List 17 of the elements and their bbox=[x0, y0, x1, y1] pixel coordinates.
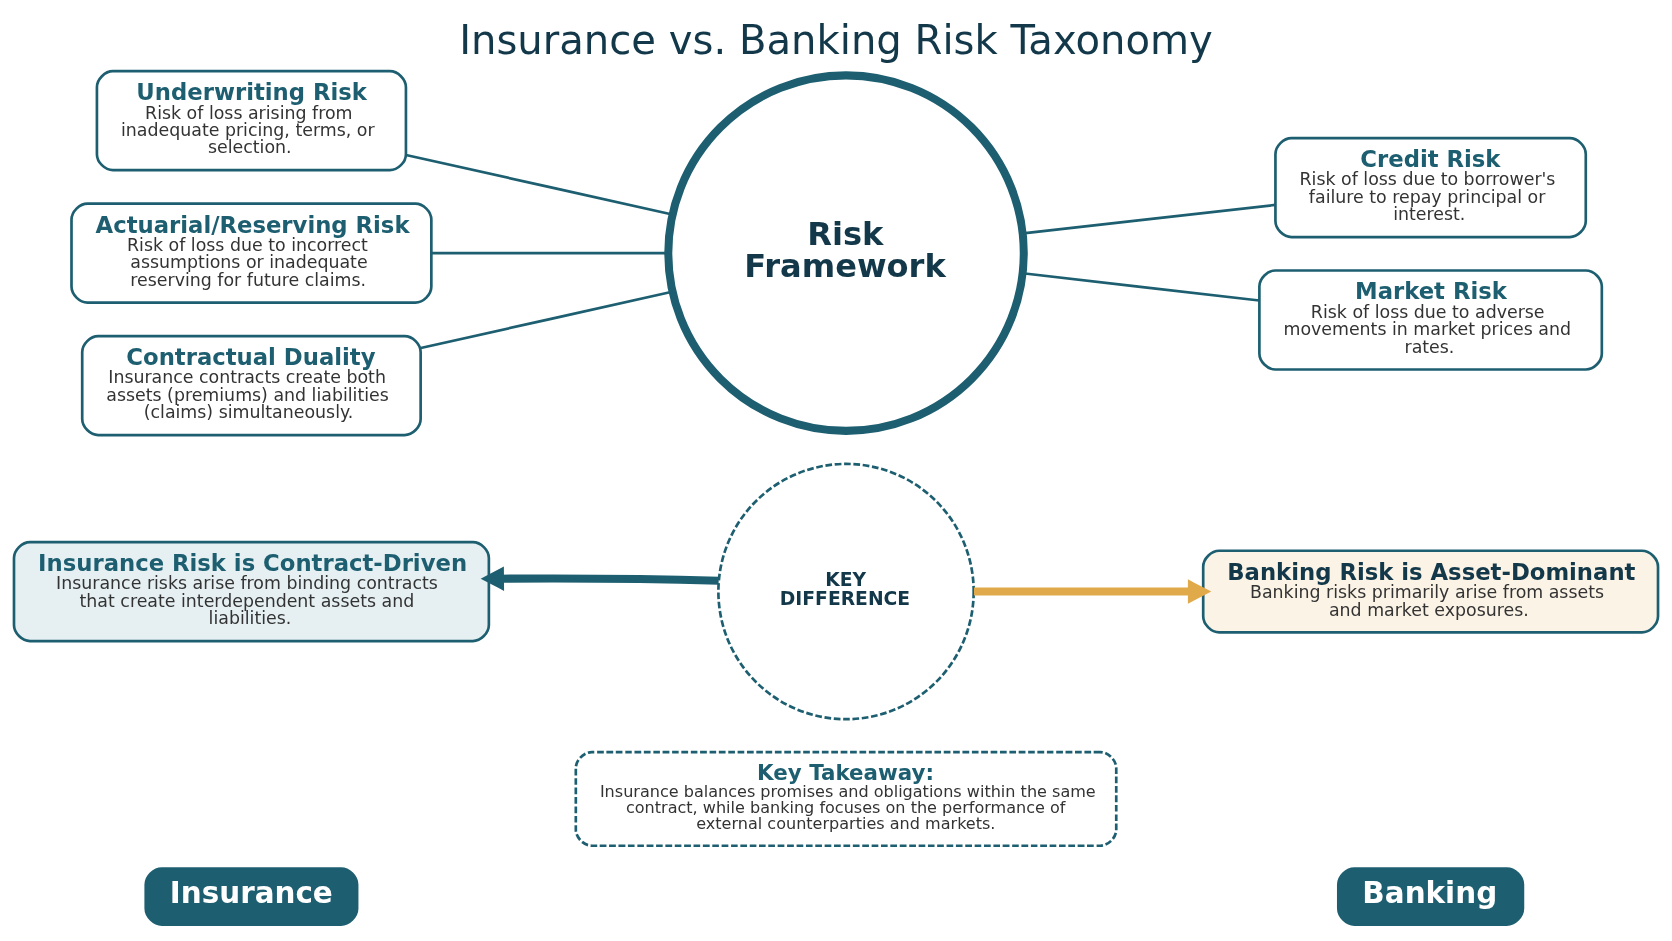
arrow bbox=[480, 566, 719, 591]
diagram-title: Insurance vs. Banking Risk Taxonomy bbox=[459, 16, 1213, 63]
node-box: Underwriting Risk Risk of loss arising from inadequate pricing, terms, or selection. bbox=[95, 69, 408, 172]
node-circle: KEY DIFFERENCE bbox=[717, 462, 975, 721]
node-box: Contractual Duality Insurance contracts create both assets (premiums) and liabilities (claims) simultaneously. bbox=[80, 334, 422, 437]
node-box: Market Risk Risk of loss due to adverse movements in market prices and rates. bbox=[1258, 269, 1604, 371]
node-circle: Risk Framework bbox=[664, 71, 1028, 435]
connector bbox=[1023, 203, 1276, 235]
arrow bbox=[974, 579, 1212, 604]
node-box: Banking bbox=[1336, 867, 1525, 926]
node-box: Insurance bbox=[144, 867, 359, 926]
node-box: Actuarial/Reserving Risk Risk of loss due to incorrect assumptions or inadequate reserving for future claims. bbox=[70, 202, 433, 304]
node-box: Insurance Risk is Contract-Driven Insurance risks arise from binding contracts that create interdependent assets and liabilities. bbox=[12, 540, 491, 643]
node-box: Credit Risk Risk of loss due to borrower's failure to repay principal or interest. bbox=[1274, 136, 1588, 239]
connector bbox=[431, 251, 668, 255]
node-box: Key Takeaway: Insurance balances promises and obligations within the same contract, while banking focuses on the performance of external counterparties and markets. bbox=[574, 750, 1118, 848]
node-box: Banking Risk is Asset-Dominant Banking risks primarily arise from assets and market exposures. bbox=[1201, 549, 1660, 634]
